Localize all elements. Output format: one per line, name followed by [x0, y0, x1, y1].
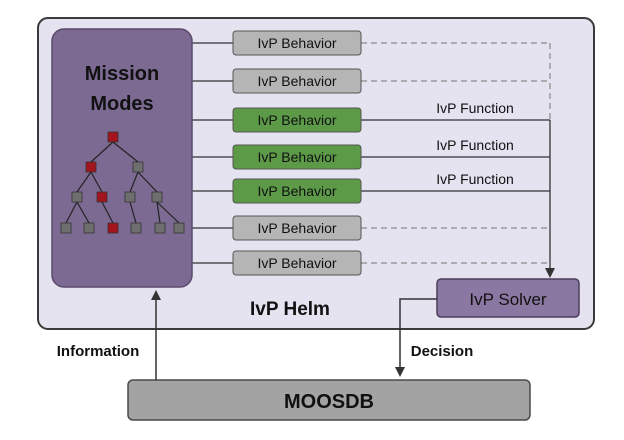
tree-node-inactive — [151, 191, 163, 203]
tree-node-active — [85, 161, 97, 173]
ivp-function-label: IvP Function — [436, 137, 514, 153]
moosdb-label: MOOSDB — [284, 391, 374, 413]
inactive-behavior-box — [232, 68, 362, 94]
tree-edge — [76, 171, 92, 193]
behavior-label: IvP Behavior — [257, 149, 336, 165]
mission-modes-title-line2: Modes — [90, 93, 153, 115]
behavior-label: IvP Behavior — [257, 112, 336, 128]
behavior-connectors — [192, 42, 555, 278]
tree-edge — [156, 201, 180, 224]
tree-node-inactive — [83, 222, 95, 234]
active-behavior-box — [232, 107, 362, 133]
ivp-solver-label: IvP Solver — [469, 290, 547, 309]
tree-node-inactive — [154, 222, 166, 234]
information-label: Information — [57, 343, 140, 360]
tree-node-inactive — [124, 191, 136, 203]
mission-modes-title-line1: Mission — [85, 63, 159, 85]
ivp-solver-box — [436, 278, 580, 318]
ivp-function-label: IvP Function — [436, 171, 514, 187]
moosdb-box — [127, 379, 531, 421]
tree-node-active — [107, 131, 119, 143]
tree-node-inactive — [132, 161, 144, 173]
behavior-label: IvP Behavior — [257, 73, 336, 89]
inactive-behavior-box — [232, 250, 362, 276]
behavior-label: IvP Behavior — [257, 255, 336, 271]
inactive-behavior-box — [232, 30, 362, 56]
tree-node-inactive — [60, 222, 72, 234]
behavior-label: IvP Behavior — [257, 220, 336, 236]
tree-node-active — [96, 191, 108, 203]
tree-edge — [112, 141, 139, 163]
tree-edge — [65, 201, 78, 224]
tree-edge — [129, 201, 137, 224]
active-behavior-box — [232, 178, 362, 204]
tree-edge — [90, 171, 103, 193]
tree-node-active — [107, 222, 119, 234]
tree-edge — [137, 171, 158, 193]
active-behavior-box — [232, 144, 362, 170]
tree-edge — [129, 171, 139, 193]
tree-node-inactive — [130, 222, 142, 234]
behavior-label: IvP Behavior — [257, 183, 336, 199]
ivp-function-label: IvP Function — [436, 100, 514, 116]
mission-mode-tree — [60, 131, 185, 234]
behavior-label: IvP Behavior — [257, 35, 336, 51]
tree-node-inactive — [173, 222, 185, 234]
decision-label: Decision — [411, 343, 474, 360]
decision-arrow — [395, 298, 437, 377]
helm-title: IvP Helm — [250, 299, 330, 320]
tree-edge — [90, 141, 114, 163]
mission-modes-panel — [51, 28, 193, 288]
tree-edge — [76, 201, 90, 224]
tree-edge — [101, 201, 114, 224]
tree-edge — [156, 201, 161, 224]
inactive-behavior-box — [232, 215, 362, 241]
tree-node-inactive — [71, 191, 83, 203]
